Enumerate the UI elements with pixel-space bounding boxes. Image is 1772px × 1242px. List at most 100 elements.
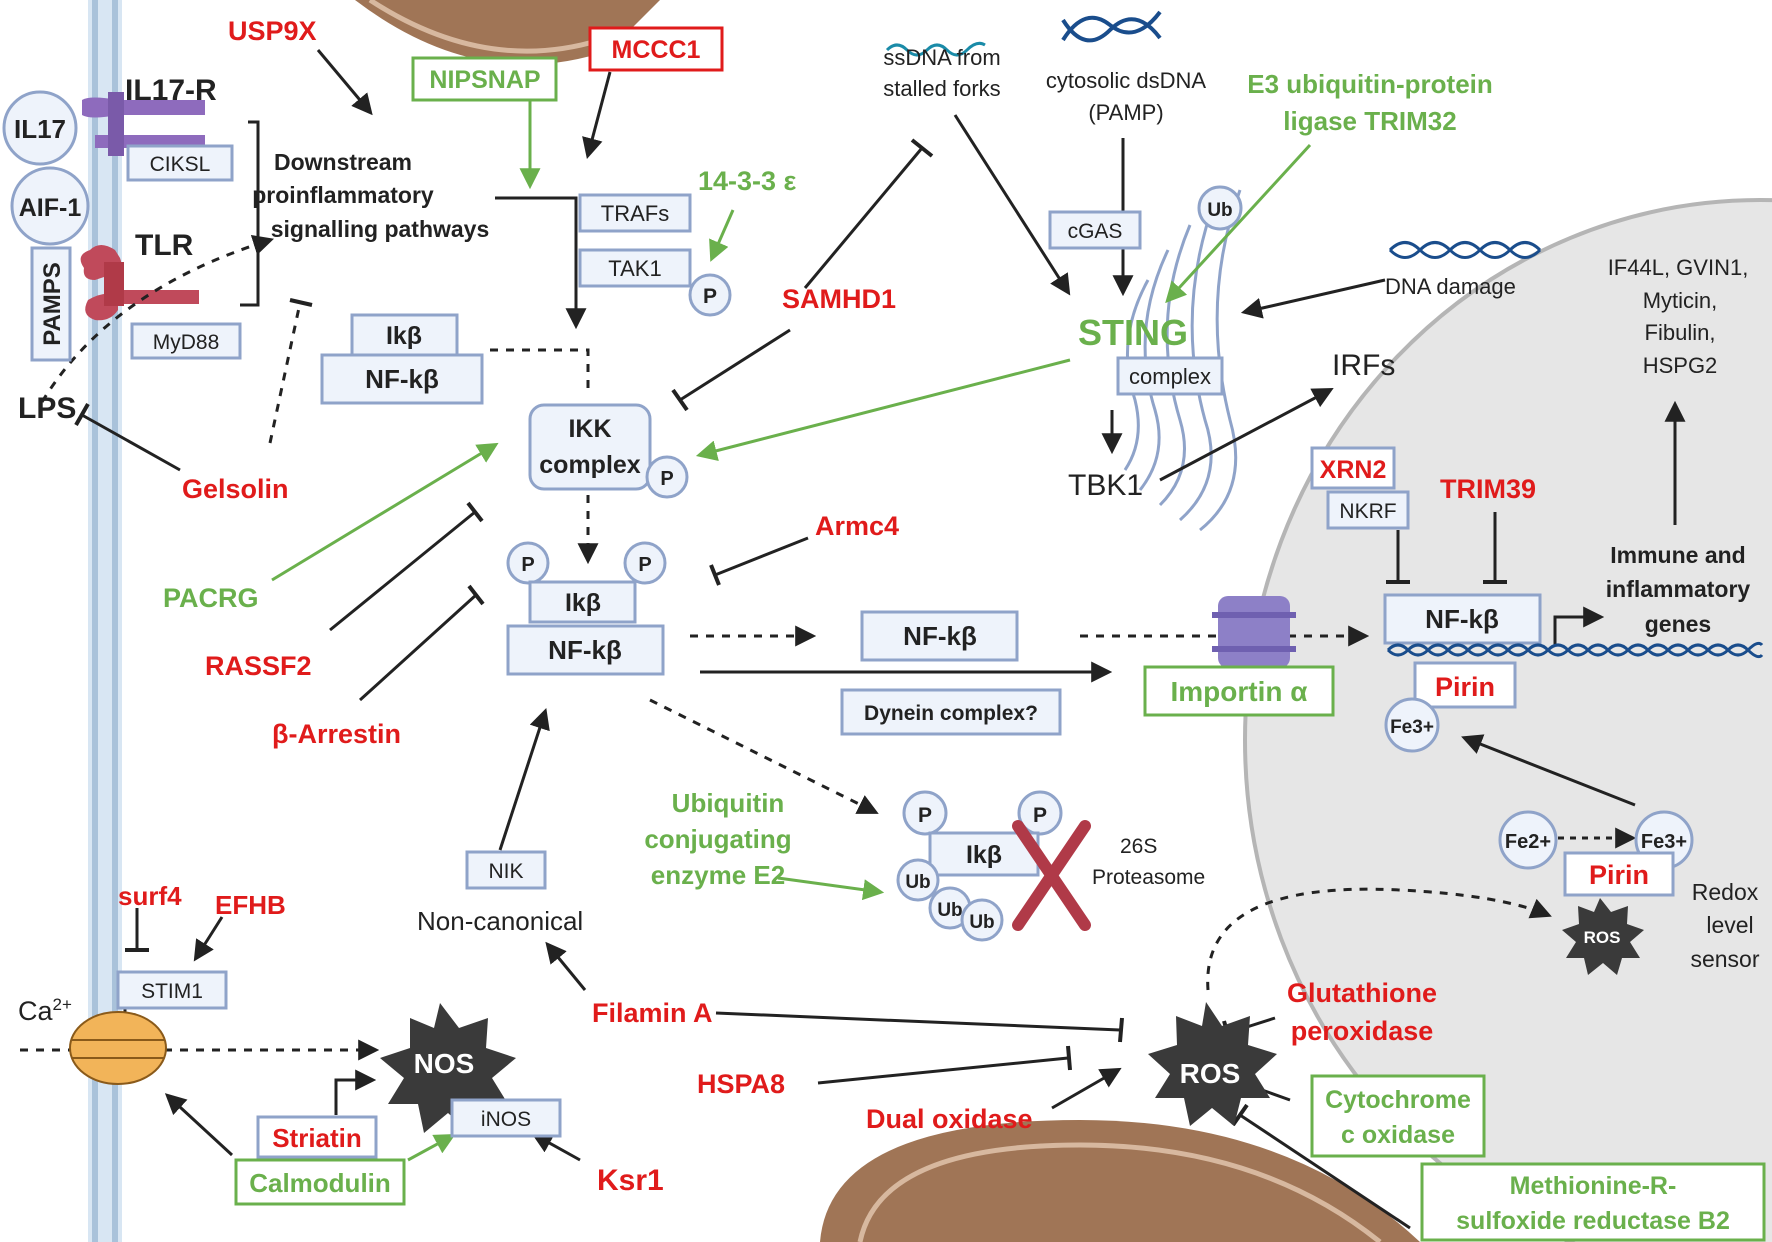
usp9x-label: USP9X bbox=[228, 16, 317, 46]
il17r-label: IL17-R bbox=[125, 74, 217, 107]
svg-text:sensor: sensor bbox=[1690, 946, 1759, 972]
svg-text:P: P bbox=[638, 554, 651, 576]
degraded-ikb-complex: P P Ikβ Ub Ub Ub bbox=[896, 790, 1063, 942]
il17-label: IL17 bbox=[14, 114, 66, 144]
tbk1-label: TBK1 bbox=[1068, 469, 1143, 502]
sting-ub-node: Ub bbox=[1197, 185, 1243, 231]
nfkb-free-node: NF-kβ bbox=[860, 610, 1019, 662]
pamps-node: PAMPS bbox=[30, 246, 72, 362]
hspa8-label: HSPA8 bbox=[697, 1069, 785, 1099]
tak1-label: TAK1 bbox=[608, 256, 661, 281]
svg-text:ssDNA from: ssDNA from bbox=[883, 45, 1000, 70]
svg-text:Fe3+: Fe3+ bbox=[1641, 831, 1687, 853]
calcium-channel-icon bbox=[69, 1011, 167, 1085]
svg-text:Ub: Ub bbox=[969, 912, 994, 933]
svg-text:STIM1: STIM1 bbox=[141, 980, 203, 1003]
non-canonical-label: Non-canonical bbox=[417, 906, 583, 936]
svg-text:Glutathione: Glutathione bbox=[1287, 978, 1437, 1008]
svg-text:Pirin: Pirin bbox=[1435, 672, 1495, 702]
proteasome-label: 26S Proteasome bbox=[1092, 835, 1205, 889]
dynein-complex-node: Dynein complex? bbox=[840, 688, 1062, 736]
svg-text:cytosolic dsDNA: cytosolic dsDNA bbox=[1046, 68, 1206, 93]
nucleus-nfkb-node: NF-kβ bbox=[1383, 593, 1542, 645]
svg-text:Myticin,: Myticin, bbox=[1643, 288, 1718, 313]
surf4-label: surf4 bbox=[118, 881, 182, 911]
svg-text:Ubiquitin: Ubiquitin bbox=[672, 788, 785, 818]
dual-oxidase-label: Dual oxidase bbox=[866, 1104, 1033, 1134]
svg-text:genes: genes bbox=[1645, 611, 1711, 637]
calcium-label: Ca2+ bbox=[18, 995, 72, 1026]
ksr1-label: Ksr1 bbox=[597, 1164, 664, 1197]
tlr-receptor-icon bbox=[80, 245, 199, 321]
dsdna-icon bbox=[1061, 10, 1162, 43]
ros-icon: ROS bbox=[1148, 1002, 1277, 1126]
importin-node: Importin α bbox=[1143, 665, 1335, 717]
myd88-label: MyD88 bbox=[153, 331, 220, 354]
trim32-label: E3 ubiquitin-protein ligase TRIM32 bbox=[1247, 69, 1493, 136]
svg-text:Striatin: Striatin bbox=[272, 1123, 362, 1153]
striatin-node: Striatin bbox=[256, 1115, 378, 1159]
svg-text:P: P bbox=[521, 554, 534, 576]
svg-text:NF-kβ: NF-kβ bbox=[903, 621, 977, 651]
svg-text:NF-kβ: NF-kβ bbox=[365, 364, 439, 394]
ikk-complex: IKK complex P bbox=[528, 403, 689, 499]
svg-text:Ub: Ub bbox=[1207, 200, 1232, 221]
svg-text:(PAMP): (PAMP) bbox=[1088, 100, 1163, 125]
trim39-label: TRIM39 bbox=[1440, 474, 1536, 504]
svg-text:Ikβ: Ikβ bbox=[386, 322, 422, 350]
glutathione-peroxidase-label: Glutathione peroxidase bbox=[1287, 978, 1437, 1046]
il17-node: IL17 bbox=[2, 90, 78, 166]
armc4-label: Armc4 bbox=[815, 511, 899, 541]
svg-text:P: P bbox=[703, 285, 717, 308]
edges bbox=[20, 49, 1686, 1230]
svg-text:stalled forks: stalled forks bbox=[883, 76, 1000, 101]
protein-1433-label: 14-3-3 ε bbox=[698, 166, 797, 196]
svg-text:c oxidase: c oxidase bbox=[1341, 1121, 1455, 1149]
tak1-phospho: P bbox=[688, 273, 732, 317]
beta-arrestin-label: β-Arrestin bbox=[272, 719, 401, 749]
il17-receptor-icon bbox=[82, 92, 205, 156]
ikb-nfkb-complex-center: P P Ikβ NF-kβ bbox=[506, 541, 667, 676]
sting-complex-node: complex bbox=[1116, 356, 1224, 396]
svg-text:P: P bbox=[660, 468, 673, 490]
chromatin-dna-icon bbox=[1386, 641, 1764, 659]
svg-text:IKK: IKK bbox=[568, 415, 611, 443]
trafs-node: TRAFs bbox=[578, 193, 692, 233]
svg-text:enzyme E2: enzyme E2 bbox=[651, 860, 785, 890]
svg-text:Cytochrome: Cytochrome bbox=[1325, 1086, 1471, 1114]
svg-text:Immune and: Immune and bbox=[1610, 542, 1745, 568]
myd88-node: MyD88 bbox=[130, 322, 242, 360]
svg-text:ligase TRIM32: ligase TRIM32 bbox=[1283, 106, 1456, 136]
nipsnap-node: NIPSNAP bbox=[411, 56, 558, 102]
svg-text:Ikβ: Ikβ bbox=[966, 841, 1002, 869]
proteasome-cross-icon bbox=[1012, 820, 1091, 931]
svg-text:ROS: ROS bbox=[1180, 1058, 1241, 1089]
ssdna-label: ssDNA from stalled forks bbox=[883, 45, 1000, 101]
svg-text:Downstream: Downstream bbox=[274, 149, 412, 175]
pamps-label: PAMPS bbox=[39, 262, 66, 346]
svg-text:HSPG2: HSPG2 bbox=[1643, 353, 1718, 378]
mccc1-node: MCCC1 bbox=[588, 26, 724, 72]
sting-label: STING bbox=[1078, 312, 1188, 353]
ciksl-node: CIKSL bbox=[126, 144, 234, 182]
svg-text:Ub: Ub bbox=[937, 900, 962, 921]
dsdna-label: cytosolic dsDNA (PAMP) bbox=[1046, 68, 1206, 125]
efhb-label: EFHB bbox=[215, 890, 286, 920]
samhd1-label: SAMHD1 bbox=[782, 284, 896, 314]
mccc1-label: MCCC1 bbox=[612, 36, 701, 64]
svg-text:Dynein complex?: Dynein complex? bbox=[864, 702, 1038, 725]
svg-text:complex: complex bbox=[1129, 364, 1211, 389]
svg-text:NF-kβ: NF-kβ bbox=[1425, 604, 1499, 634]
nipsnap-label: NIPSNAP bbox=[429, 66, 540, 94]
redox-sensor-label: Redox level sensor bbox=[1690, 879, 1759, 972]
svg-text:Redox: Redox bbox=[1692, 879, 1759, 905]
rassf2-label: RASSF2 bbox=[205, 651, 312, 681]
svg-text:NIK: NIK bbox=[488, 860, 523, 883]
dna-damage-label: DNA damage bbox=[1385, 274, 1516, 299]
downstream-pathways-label: Downstream proinflammatory signalling pa… bbox=[252, 149, 489, 242]
svg-text:Calmodulin: Calmodulin bbox=[249, 1168, 391, 1198]
cytochrome-c-oxidase-node: Cytochrome c oxidase bbox=[1310, 1074, 1486, 1158]
svg-text:sulfoxide reductase B2: sulfoxide reductase B2 bbox=[1456, 1207, 1730, 1235]
methionine-reductase-node: Methionine-R- sulfoxide reductase B2 bbox=[1420, 1162, 1766, 1242]
